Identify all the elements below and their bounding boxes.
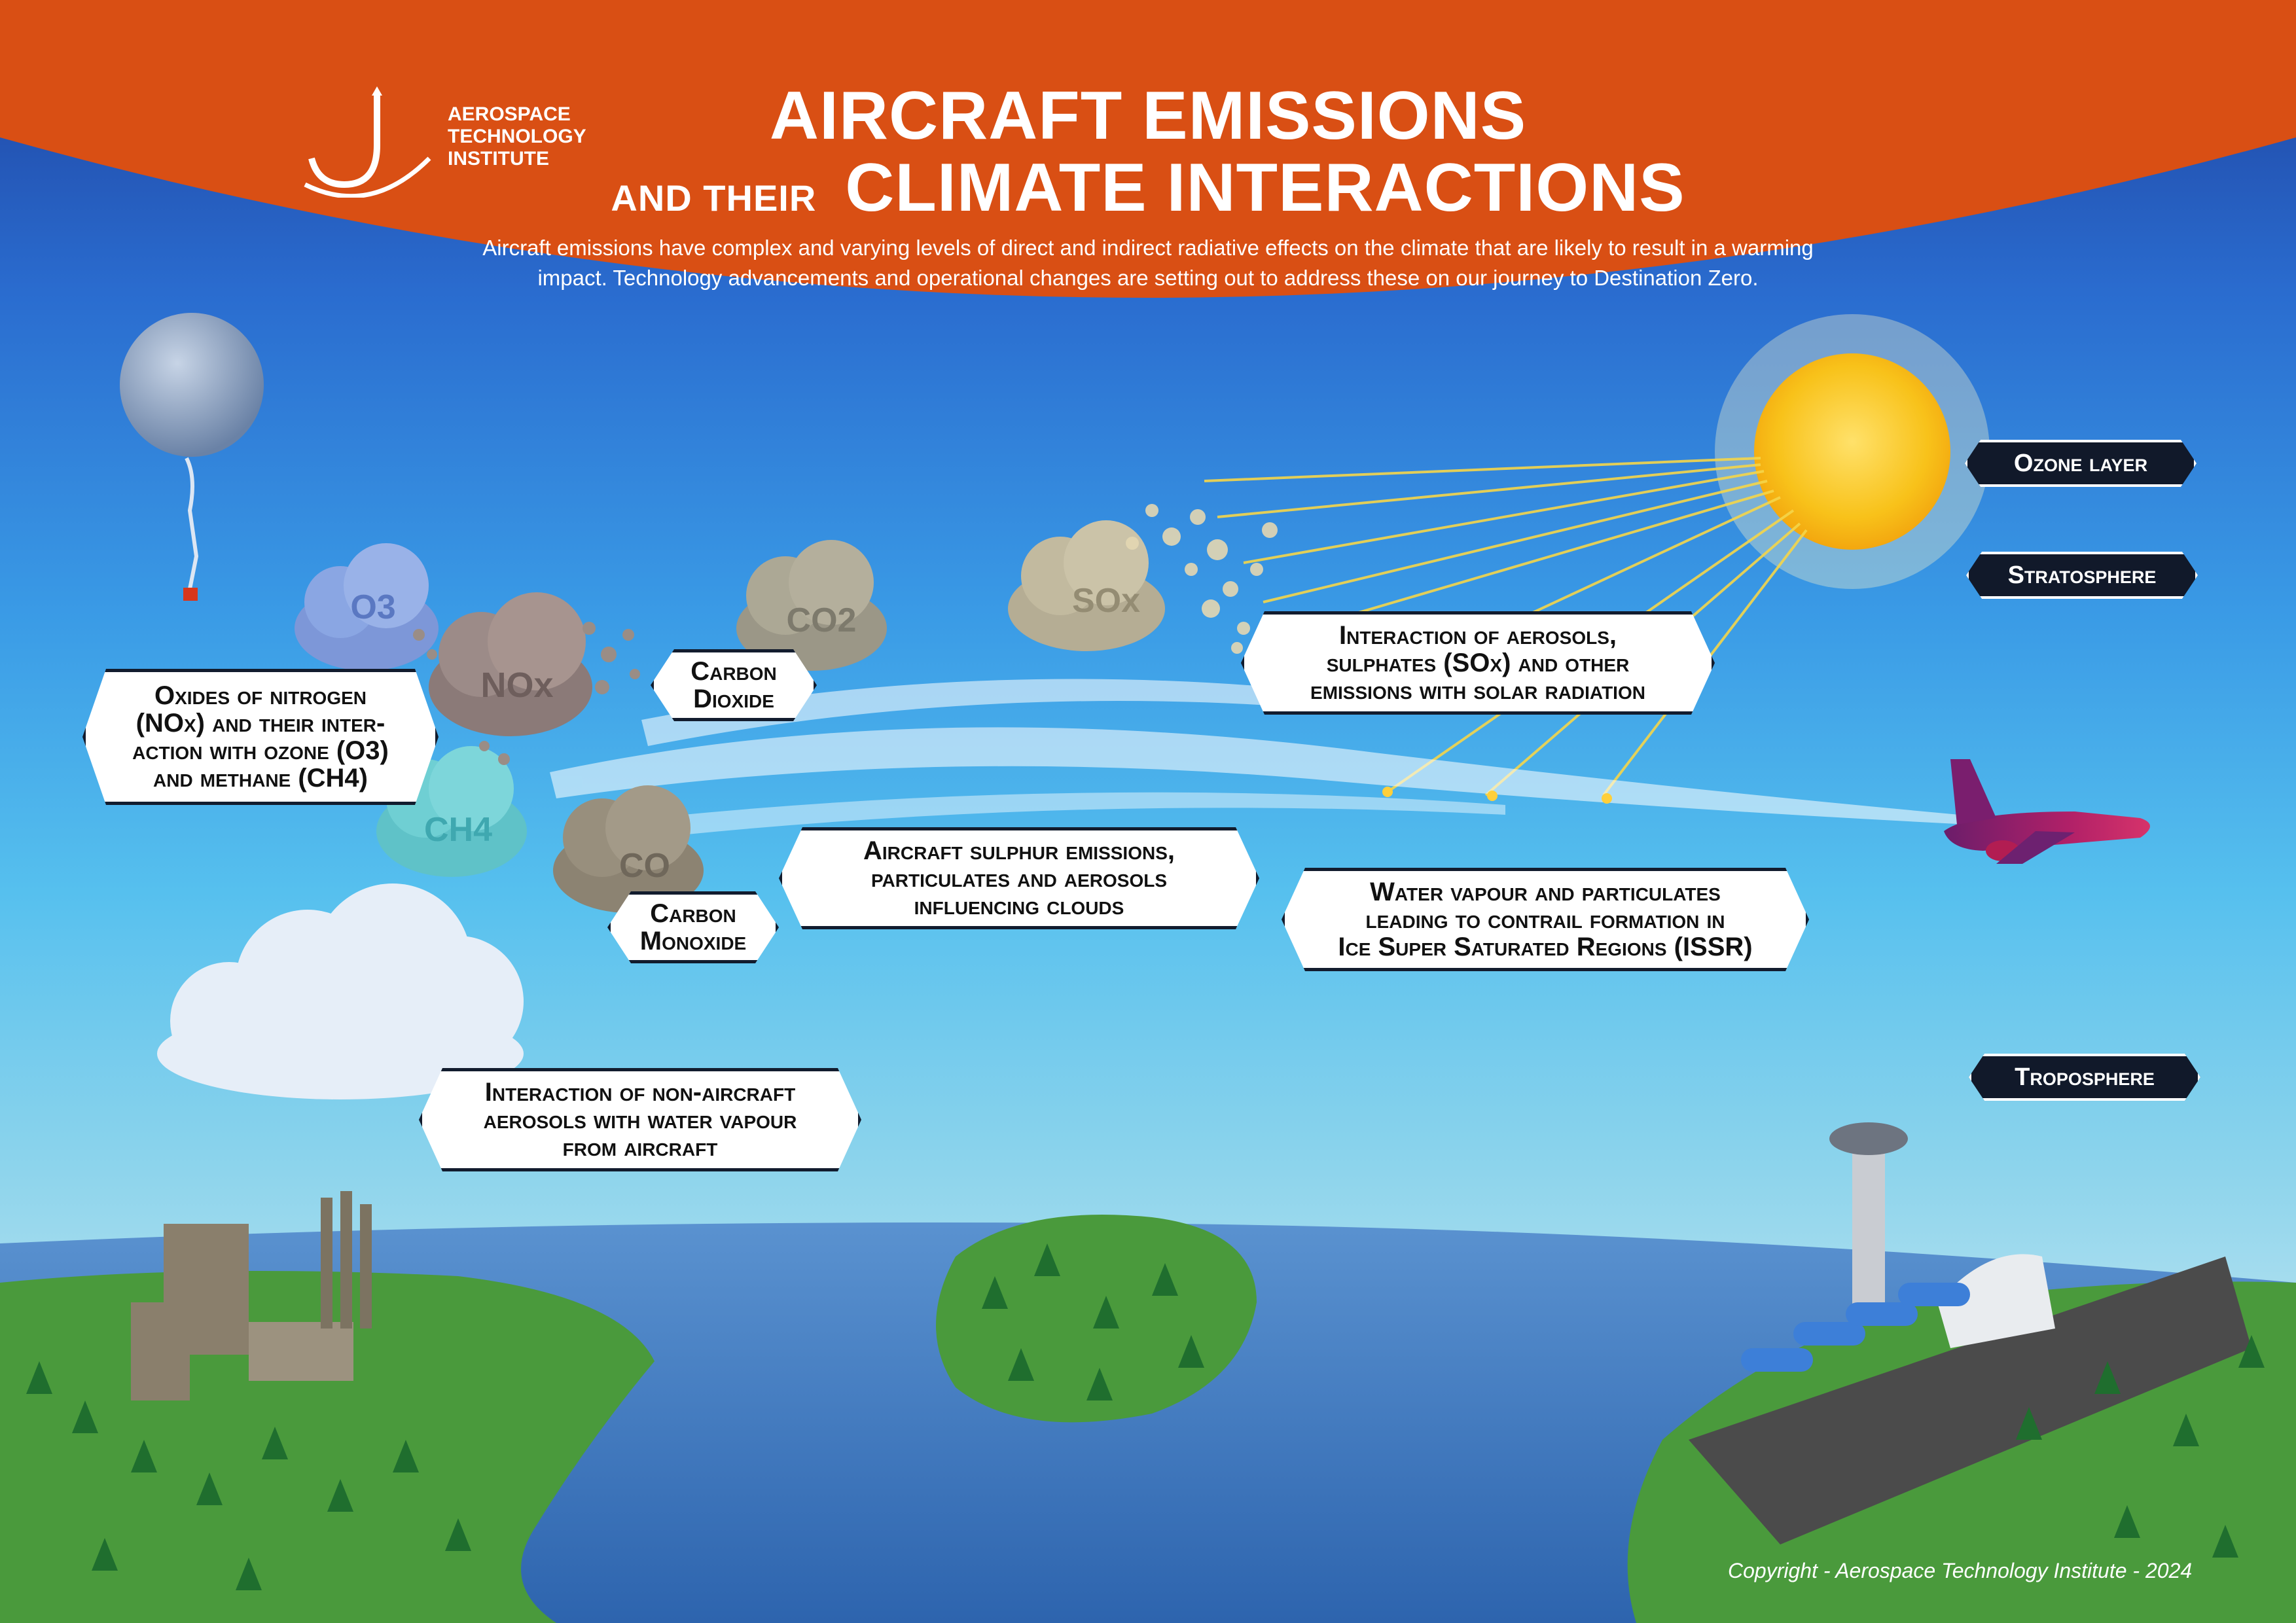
- sun: [1754, 353, 1950, 550]
- nox-label-line3: action with ozone (O3): [132, 736, 389, 765]
- contrail-line3: Ice Super Saturated Regions (ISSR): [1338, 933, 1753, 961]
- sulphur-clouds-line3: influencing clouds: [914, 891, 1124, 920]
- logo-line3: INSTITUTE: [448, 148, 549, 169]
- co-label-line2: Monoxide: [639, 927, 747, 955]
- header-description: Aircraft emissions have complex and vary…: [482, 236, 1814, 290]
- nox-label: Oxides of nitrogen (NOx) and their inter…: [82, 669, 439, 805]
- logo-line1: AEROSPACE: [448, 103, 571, 125]
- forest: [26, 1243, 2265, 1590]
- co2-cloud: [736, 540, 887, 671]
- ch4-cloud: [376, 746, 527, 877]
- ati-logo-text: AEROSPACE TECHNOLOGY INSTITUTE: [448, 103, 586, 170]
- co2-label-line2: Dioxide: [693, 685, 774, 713]
- co2-label-line1: Carbon: [691, 657, 777, 686]
- non-aircraft-line2: aerosols with water vapour: [483, 1105, 797, 1134]
- aircraft: [1944, 759, 2150, 864]
- title-prefix: AND THEIR: [611, 177, 817, 219]
- nox-label-line1: Oxides of nitrogen: [154, 681, 367, 710]
- non-aircraft-line3: from aircraft: [562, 1133, 718, 1162]
- cumulus-cloud: [157, 883, 524, 1099]
- copyright-text: Copyright - Aerospace Technology Institu…: [1728, 1559, 2193, 1582]
- contrail: [550, 679, 1996, 844]
- sulphur-clouds-label: Aircraft sulphur emissions, particulates…: [779, 827, 1259, 929]
- contrail-line2: leading to contrail formation in: [1365, 905, 1725, 934]
- contrail-label: Water vapour and particulates leading to…: [1282, 868, 1809, 971]
- sulphur-clouds-line2: particulates and aerosols: [870, 864, 1168, 893]
- nox-cloud: [429, 592, 592, 736]
- ati-logo-mark: [304, 86, 431, 199]
- header-banner: [0, 0, 2296, 298]
- aerosols-solar-line3: emissions with solar radiation: [1310, 676, 1645, 705]
- non-aircraft-aerosols-label: Interaction of non-aircraft aerosols wit…: [419, 1068, 861, 1171]
- sulphur-clouds-line1: Aircraft sulphur emissions,: [863, 836, 1175, 865]
- ati-logo: AEROSPACE TECHNOLOGY INSTITUTE: [298, 86, 586, 201]
- troposphere-badge: Troposphere: [1969, 1054, 2200, 1101]
- stratosphere-badge: Stratosphere: [1966, 552, 2198, 599]
- nox-label-line2: (NOx) and their inter-: [135, 709, 386, 738]
- logo-line2: TECHNOLOGY: [448, 126, 586, 147]
- aerosols-solar-label: Interaction of aerosols, sulphates (SOx)…: [1241, 611, 1715, 715]
- nox-particles: [413, 622, 640, 765]
- co2-label: Carbon Dioxide: [651, 649, 817, 721]
- aerosols-solar-line2: sulphates (SOx) and other: [1326, 649, 1630, 677]
- contrail-stars: [1382, 787, 1612, 804]
- title-line1: AIRCRAFT EMISSIONS: [769, 78, 1527, 154]
- title-line2: AND THEIR CLIMATE INTERACTIONS: [0, 149, 2296, 227]
- aerosols-solar-line1: Interaction of aerosols,: [1338, 621, 1617, 650]
- contrail-line1: Water vapour and particulates: [1370, 878, 1721, 906]
- sox-cloud: [1008, 520, 1165, 651]
- weather-balloon: [120, 313, 264, 601]
- title-main: CLIMATE INTERACTIONS: [845, 150, 1685, 226]
- airport: [1689, 1122, 2251, 1544]
- o3-cloud: [295, 543, 439, 671]
- co-label-line1: Carbon: [650, 899, 736, 928]
- ozone-layer-badge: Ozone layer: [1965, 440, 2197, 487]
- nox-label-line4: and methane (CH4): [153, 764, 368, 793]
- non-aircraft-line1: Interaction of non-aircraft: [484, 1078, 796, 1107]
- co-label: Carbon Monoxide: [607, 891, 779, 963]
- factory: [131, 1191, 372, 1400]
- aerosol-particles: [1126, 504, 1278, 654]
